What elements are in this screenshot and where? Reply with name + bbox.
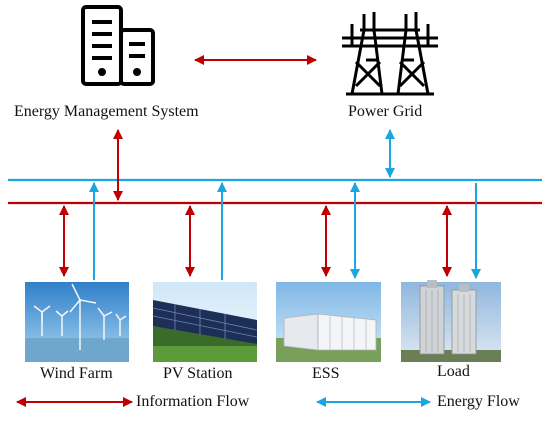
ems-label: Energy Management System xyxy=(14,103,199,120)
battery-containers-photo xyxy=(276,282,381,362)
load-label: Load xyxy=(437,363,470,380)
wind-farm-label: Wind Farm xyxy=(40,365,113,382)
energy-flow-legend-label: Energy Flow xyxy=(437,393,520,410)
information-flow-legend-label: Information Flow xyxy=(136,393,250,410)
grid-label: Power Grid xyxy=(348,103,423,120)
wind-turbines-photo xyxy=(25,282,129,362)
solar-panels-photo xyxy=(152,282,258,362)
pv-station-label: PV Station xyxy=(163,365,233,382)
ess-label: ESS xyxy=(312,365,340,382)
transmission-tower-icon xyxy=(342,12,438,96)
buildings-photo xyxy=(401,280,501,362)
server-icon xyxy=(81,5,155,86)
